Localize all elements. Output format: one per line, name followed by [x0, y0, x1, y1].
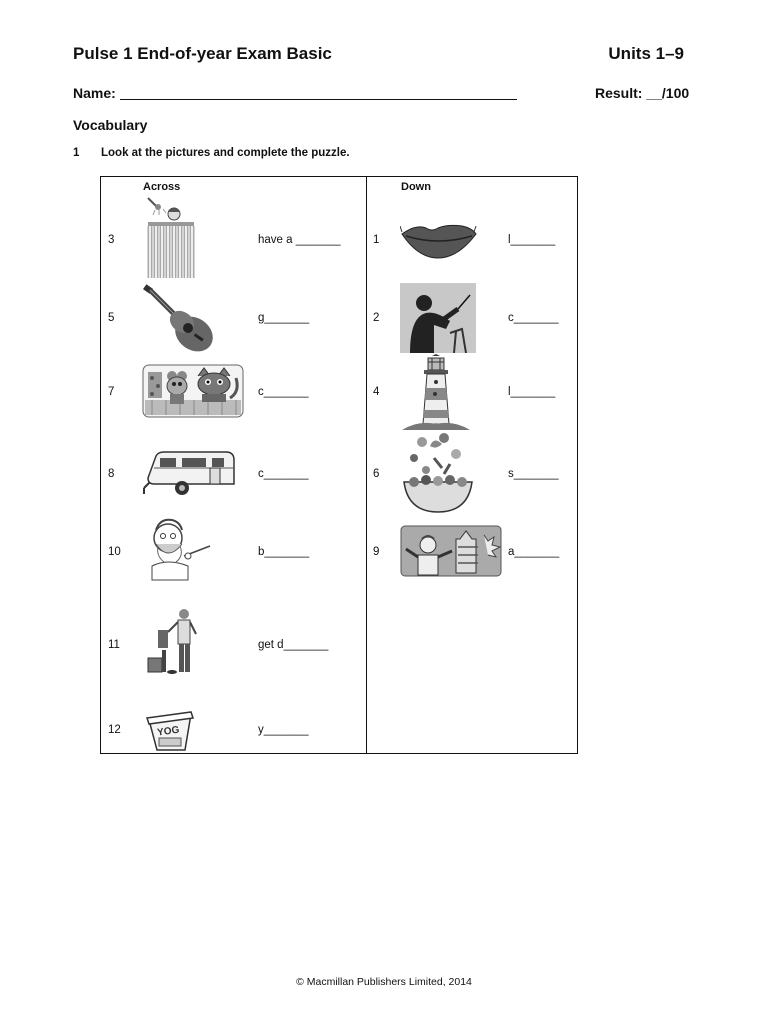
clue-number: 3: [108, 234, 115, 246]
clue-answer[interactable]: s_______: [508, 468, 559, 480]
clue-number: 7: [108, 386, 115, 398]
across-heading: Across: [143, 181, 181, 193]
clue-number: 8: [108, 468, 115, 480]
clue-answer[interactable]: l_______: [508, 234, 556, 246]
guitar-icon: [143, 284, 213, 352]
salad-icon: [403, 433, 473, 513]
shower-icon: [147, 197, 195, 278]
caravan-icon: [143, 451, 235, 495]
clue-number: 4: [373, 386, 380, 398]
name-answer-line[interactable]: [120, 99, 517, 100]
column-divider: [366, 176, 367, 754]
yogurt-icon: YOG: [146, 711, 194, 751]
copyright-footer: © Macmillan Publishers Limited, 2014: [296, 976, 472, 988]
beard-icon: [151, 518, 211, 581]
result-label: Result: __/100: [595, 85, 690, 101]
exercise-instruction: 1 Look at the pictures and complete the p…: [73, 147, 350, 159]
clue-number: 10: [108, 546, 121, 558]
clue-number: 9: [373, 546, 380, 558]
conductor-icon: [400, 283, 476, 353]
lips-icon: [400, 224, 477, 259]
clue-answer[interactable]: g_______: [258, 312, 310, 324]
section-heading: Vocabulary: [73, 117, 148, 133]
clue-number: 6: [373, 468, 380, 480]
down-heading: Down: [401, 181, 431, 193]
clue-answer[interactable]: a_______: [508, 546, 560, 558]
name-label: Name:: [73, 85, 116, 101]
lighthouse-icon: [402, 354, 470, 430]
clue-answer[interactable]: b_______: [258, 546, 310, 558]
exercise-instruction-text: Look at the pictures and complete the pu…: [101, 147, 350, 159]
clue-answer[interactable]: l_______: [508, 386, 556, 398]
clue-answer[interactable]: c_______: [258, 468, 309, 480]
clue-number: 2: [373, 312, 380, 324]
clue-number: 5: [108, 312, 115, 324]
dressed-icon: [147, 609, 197, 674]
clue-answer[interactable]: c_______: [258, 386, 309, 398]
clue-answer[interactable]: get d_______: [258, 639, 329, 651]
clue-number: 11: [108, 639, 120, 651]
clue-answer[interactable]: y_______: [258, 724, 309, 736]
clue-number: 12: [108, 724, 121, 736]
units-label: Units 1–9: [608, 44, 684, 63]
yogurt-label: YOG: [157, 725, 181, 739]
advert-icon: [400, 525, 502, 577]
clue-number: 1: [373, 234, 380, 246]
page-title: Pulse 1 End-of-year Exam Basic: [73, 44, 332, 63]
exercise-number: 1: [73, 147, 80, 159]
puzzle-box: [100, 176, 578, 754]
clue-answer[interactable]: have a _______: [258, 234, 341, 246]
clue-answer[interactable]: c_______: [508, 312, 559, 324]
cartoon-icon: [142, 364, 244, 418]
